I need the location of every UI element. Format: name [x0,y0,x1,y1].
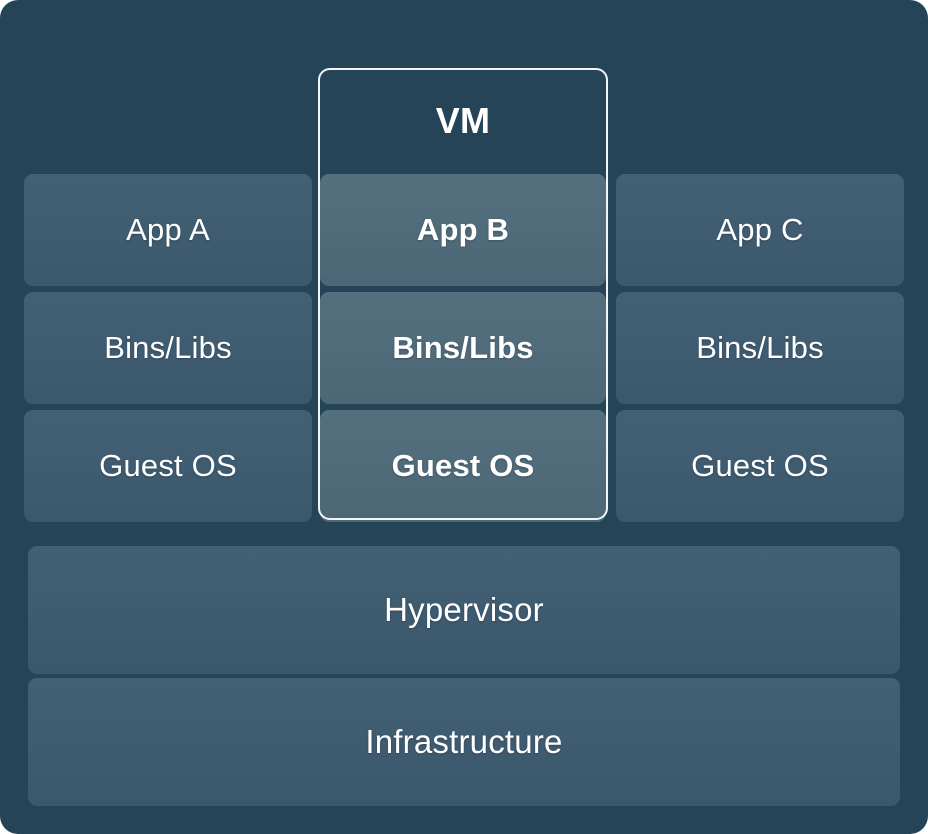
vm-stack-grid: App A App B App C Bins/Libs Bins/Libs Bi… [0,174,928,522]
block-infrastructure[interactable]: Infrastructure [28,678,900,806]
block-bins-libs-right[interactable]: Bins/Libs [616,292,904,404]
stack-row-application: App A App B App C [0,174,928,286]
block-hypervisor[interactable]: Hypervisor [28,546,900,674]
block-app-b[interactable]: App B [320,174,606,286]
block-bins-libs-left[interactable]: Bins/Libs [24,292,312,404]
block-guest-os-middle[interactable]: Guest OS [320,410,606,522]
stack-row-guest-os: Guest OS Guest OS Guest OS [0,410,928,522]
block-app-c[interactable]: App C [616,174,904,286]
block-guest-os-left[interactable]: Guest OS [24,410,312,522]
block-bins-libs-middle[interactable]: Bins/Libs [320,292,606,404]
stack-row-libraries: Bins/Libs Bins/Libs Bins/Libs [0,292,928,404]
block-guest-os-right[interactable]: Guest OS [616,410,904,522]
block-app-a[interactable]: App A [24,174,312,286]
vm-group-label: VM [435,100,491,141]
